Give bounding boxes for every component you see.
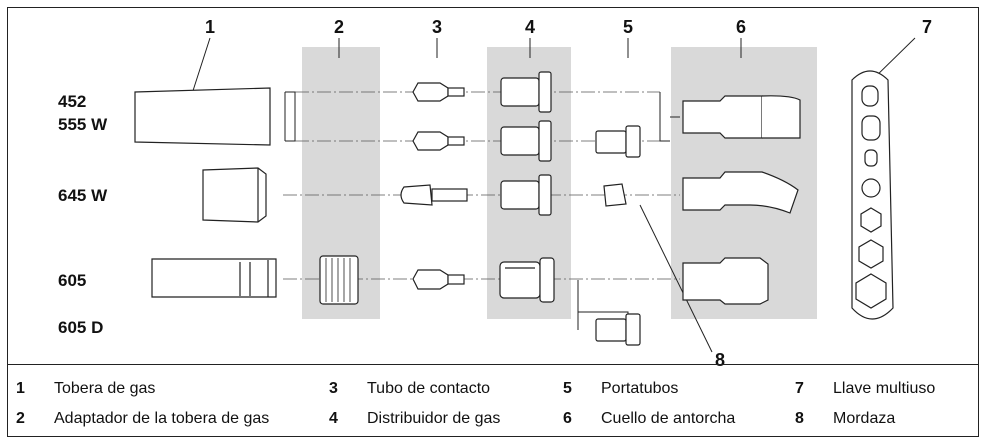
legend-label: Distribuidor de gas [367, 410, 501, 427]
legend-number: 6 [563, 410, 572, 427]
part-number-4: 4 [524, 17, 536, 37]
part-number-7: 7 [921, 17, 933, 37]
legend-number: 1 [16, 380, 25, 397]
legend-label: Tobera de gas [54, 380, 156, 397]
legend-number: 2 [16, 410, 25, 427]
model-label-645w: 645 W [58, 186, 108, 205]
figure-frame [7, 7, 979, 437]
model-label-605d: 605 D [58, 318, 104, 337]
part-number-8: 8 [714, 350, 726, 370]
legend-label: Tubo de contacto [367, 380, 491, 397]
legend-number: 8 [795, 410, 804, 427]
part-number-2: 2 [333, 17, 345, 37]
model-label-555w: 555 W [58, 115, 108, 134]
legend-label: Llave multiuso [833, 380, 936, 397]
part-number-5: 5 [622, 17, 634, 37]
part-number-1: 1 [204, 17, 216, 37]
part-number-3: 3 [431, 17, 443, 37]
legend-label: Cuello de antorcha [601, 410, 736, 427]
legend-number: 5 [563, 380, 572, 397]
legend-number: 4 [329, 410, 338, 427]
legend-label: Adaptador de la tobera de gas [54, 410, 270, 427]
legend-number: 7 [795, 380, 804, 397]
legend-number: 3 [329, 380, 338, 397]
legend-divider [7, 364, 979, 365]
legend-label: Mordaza [833, 410, 896, 427]
model-label-605: 605 [58, 271, 87, 290]
part-number-6: 6 [735, 17, 747, 37]
model-label-452: 452 [58, 92, 87, 111]
legend-label: Portatubos [601, 380, 679, 397]
